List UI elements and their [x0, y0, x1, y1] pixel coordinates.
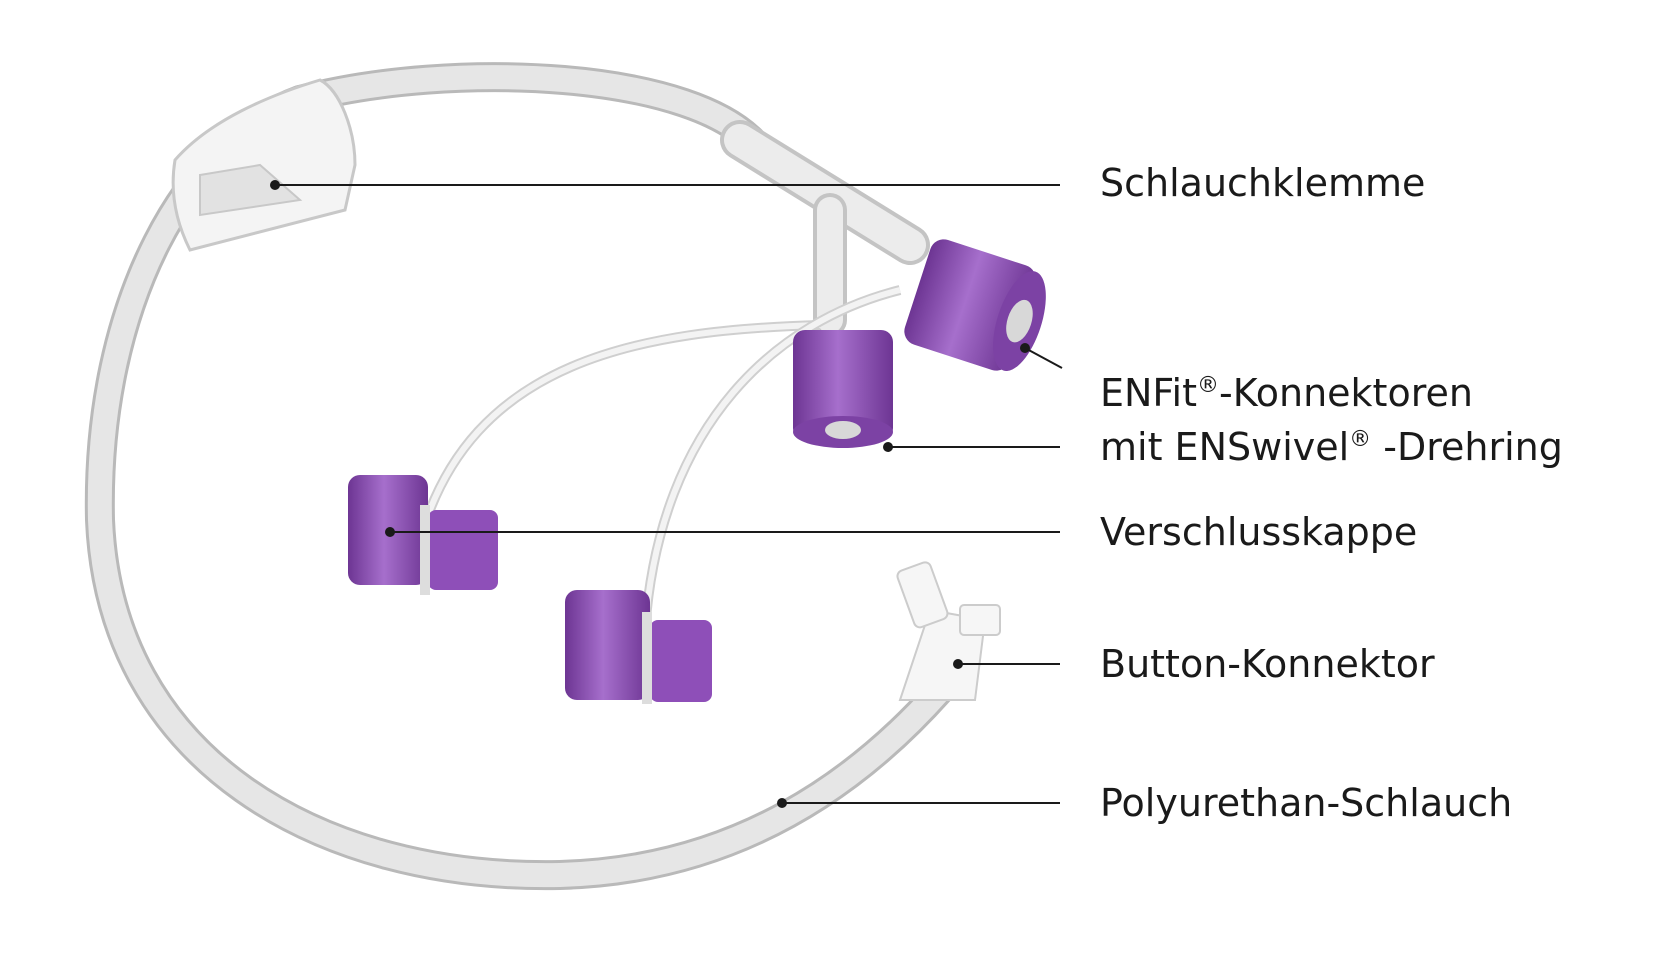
leader-lines: [275, 184, 1063, 804]
main-tube: [84, 62, 955, 891]
label-clamp: Schlauchklemme: [1100, 155, 1425, 211]
leader-dot-enfit-side: [883, 442, 893, 452]
button-connector: [896, 561, 1001, 701]
label-button-text: Button-Konnektor: [1100, 642, 1435, 686]
label-tube: Polyurethan-Schlauch: [1100, 775, 1512, 831]
leader-dot-tube: [777, 798, 787, 808]
leader-dot-cap: [385, 527, 395, 537]
enfit-connector-upper: [904, 239, 1046, 371]
label-button: Button-Konnektor: [1100, 636, 1435, 692]
closure-cap-bottom: [565, 590, 712, 704]
label-enfit-line1: ENFit®-Konnektoren: [1100, 358, 1473, 421]
label-enfit-line2-reg: ®: [1349, 427, 1372, 452]
enfit-connector-side: [793, 330, 893, 448]
label-enfit-line1-reg: ®: [1197, 373, 1219, 398]
leader-dot-button: [953, 659, 963, 669]
label-enfit-line2-a: mit ENSwivel: [1100, 425, 1350, 469]
leader-dots: [270, 180, 1030, 808]
label-enfit-line2-b: -Drehring: [1371, 425, 1563, 469]
label-enfit-line1-a: ENFit: [1100, 371, 1197, 415]
leader-dot-enfit-upper: [1020, 343, 1030, 353]
leader-line-enfit-upper: [1024, 347, 1063, 369]
leader-dot-clamp: [270, 180, 280, 190]
tube-clamp: [171, 78, 357, 252]
label-cap-text: Verschlusskappe: [1100, 510, 1418, 554]
label-clamp-text: Schlauchklemme: [1100, 161, 1426, 205]
closure-cap-left: [348, 475, 498, 595]
label-tube-text: Polyurethan-Schlauch: [1100, 781, 1513, 825]
label-enfit-line2: mit ENSwivel® -Drehring: [1100, 412, 1563, 475]
cap-tethers: [415, 285, 902, 631]
y-connector: [720, 120, 930, 337]
label-enfit-line1-b: -Konnektoren: [1219, 371, 1473, 415]
label-cap: Verschlusskappe: [1100, 504, 1417, 560]
